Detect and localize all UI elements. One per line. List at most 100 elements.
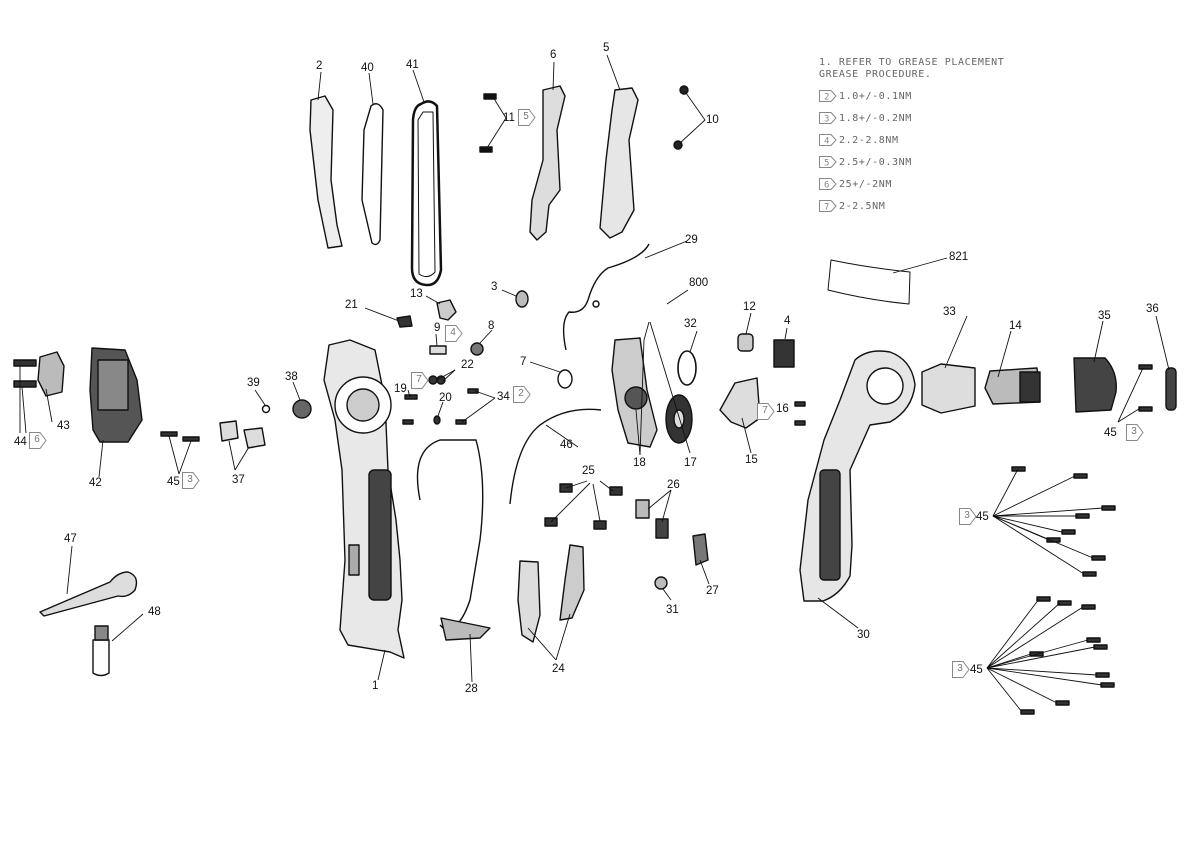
callout-44: 44: [14, 436, 27, 448]
callout-9: 9: [434, 322, 441, 334]
callout-45-motor: 45: [1104, 427, 1117, 439]
torque-tag-11: 5: [518, 109, 536, 126]
part-13-bracket: [436, 299, 457, 321]
callout-13: 13: [410, 288, 423, 300]
callout-25: 25: [582, 465, 595, 477]
callout-29: 29: [685, 234, 698, 246]
part-38-gear: [292, 399, 312, 419]
spec-value: 1.8+/-0.2NM: [839, 112, 912, 124]
callout-26: 26: [667, 479, 680, 491]
part-44-screws: [13, 359, 37, 388]
svg-text:6: 6: [824, 181, 830, 191]
spec-row-2: 2 1.0+/-0.1NM: [819, 89, 912, 103]
callout-19: 19: [394, 383, 407, 395]
torque-tag-19: 7: [411, 372, 429, 389]
part-37-clips: [219, 420, 266, 449]
callout-12: 12: [743, 301, 756, 313]
part-9-screw: [429, 345, 447, 355]
callout-5: 5: [603, 42, 610, 54]
callout-32: 32: [684, 318, 697, 330]
part-8-nut: [470, 342, 484, 356]
part-29-wire: [562, 243, 650, 351]
callout-33: 33: [943, 306, 956, 318]
spec-value: 25+/-2NM: [839, 178, 892, 190]
callout-45-fan-lower: 45: [970, 664, 983, 676]
callout-821: 821: [949, 251, 969, 263]
callout-15: 15: [745, 454, 758, 466]
part-6-cover: [529, 85, 566, 241]
part-4-brush-block: [773, 339, 795, 368]
callout-47: 47: [64, 533, 77, 545]
svg-text:2: 2: [824, 93, 830, 103]
part-21-clip: [396, 315, 413, 328]
part-45-screws-a: [160, 431, 200, 442]
callout-39: 39: [247, 377, 260, 389]
part-39-ring: [261, 404, 271, 414]
spec-value: 2-2.5NM: [839, 200, 886, 212]
svg-text:7: 7: [824, 203, 830, 213]
part-821-label: [827, 259, 911, 305]
part-10-nuts: [673, 85, 689, 150]
callout-3: 3: [491, 281, 498, 293]
torque-tag-45-motor: 3: [1126, 424, 1144, 441]
part-12-collar: [737, 333, 754, 352]
torque-tag-44: 6: [29, 432, 47, 449]
callout-31: 31: [666, 604, 679, 616]
part-35-motor-can: [1073, 357, 1117, 413]
part-28-harness: [416, 439, 484, 631]
spec-row-4: 4 2.2-2.8NM: [819, 133, 899, 147]
callout-800: 800: [689, 277, 709, 289]
torque-tag-45-fan-upper: 3: [959, 508, 977, 525]
callout-37: 37: [232, 474, 245, 486]
callout-7: 7: [520, 356, 527, 368]
leader-fan-45-c: [992, 468, 1104, 575]
callout-48: 48: [148, 606, 161, 618]
part-48-grease-bottle: [92, 639, 110, 677]
svg-text:3: 3: [824, 115, 830, 125]
callout-10: 10: [706, 114, 719, 126]
callout-16: 16: [776, 403, 789, 415]
part-40-guide-bar: [361, 103, 384, 246]
part-24-handle-right: [559, 544, 585, 621]
torque-tag-16: 7: [757, 403, 775, 420]
part-5-cover: [599, 87, 639, 239]
spec-row-3: 3 1.8+/-0.2NM: [819, 111, 912, 125]
callout-41: 41: [406, 59, 419, 71]
part-7-spring: [557, 369, 573, 389]
notes-line-1: 1. REFER TO GREASE PLACEMENT: [819, 57, 1005, 68]
callout-27: 27: [706, 585, 719, 597]
callout-35: 35: [1098, 310, 1111, 322]
spec-row-7: 7 2-2.5NM: [819, 199, 885, 213]
torque-tag-45-fan-lower: 3: [952, 661, 970, 678]
callout-36: 36: [1146, 303, 1159, 315]
callout-43: 43: [57, 420, 70, 432]
part-45-screws-d: [1020, 596, 1115, 715]
callout-38: 38: [285, 371, 298, 383]
callout-4: 4: [784, 315, 791, 327]
spec-value: 2.2-2.8NM: [839, 134, 899, 146]
callout-45-left: 45: [167, 476, 180, 488]
spec-value: 1.0+/-0.1NM: [839, 90, 912, 102]
callout-14: 14: [1009, 320, 1022, 332]
callout-11: 11: [503, 112, 515, 124]
part-27-switch: [692, 533, 709, 566]
torque-notes: 1. REFER TO GREASE PLACEMENT GREASE PROC…: [819, 57, 1069, 212]
callout-30: 30: [857, 629, 870, 641]
part-41-chain: [410, 100, 443, 287]
part-46-wire: [509, 408, 602, 505]
torque-tag-9: 4: [445, 325, 463, 342]
callout-6: 6: [550, 49, 557, 61]
callout-40: 40: [361, 62, 374, 74]
callout-45-fan-upper: 45: [976, 511, 989, 523]
callout-18: 18: [633, 457, 646, 469]
leader-lines: [19, 54, 1170, 713]
callout-21: 21: [345, 299, 358, 311]
leader-fan-45-d: [986, 598, 1103, 713]
part-32-ring: [677, 350, 697, 386]
callout-17: 17: [684, 457, 697, 469]
part-43-plate: [37, 351, 65, 397]
notes-line-2: GREASE PROCEDURE.: [819, 69, 932, 80]
part-2-plate: [309, 95, 343, 249]
